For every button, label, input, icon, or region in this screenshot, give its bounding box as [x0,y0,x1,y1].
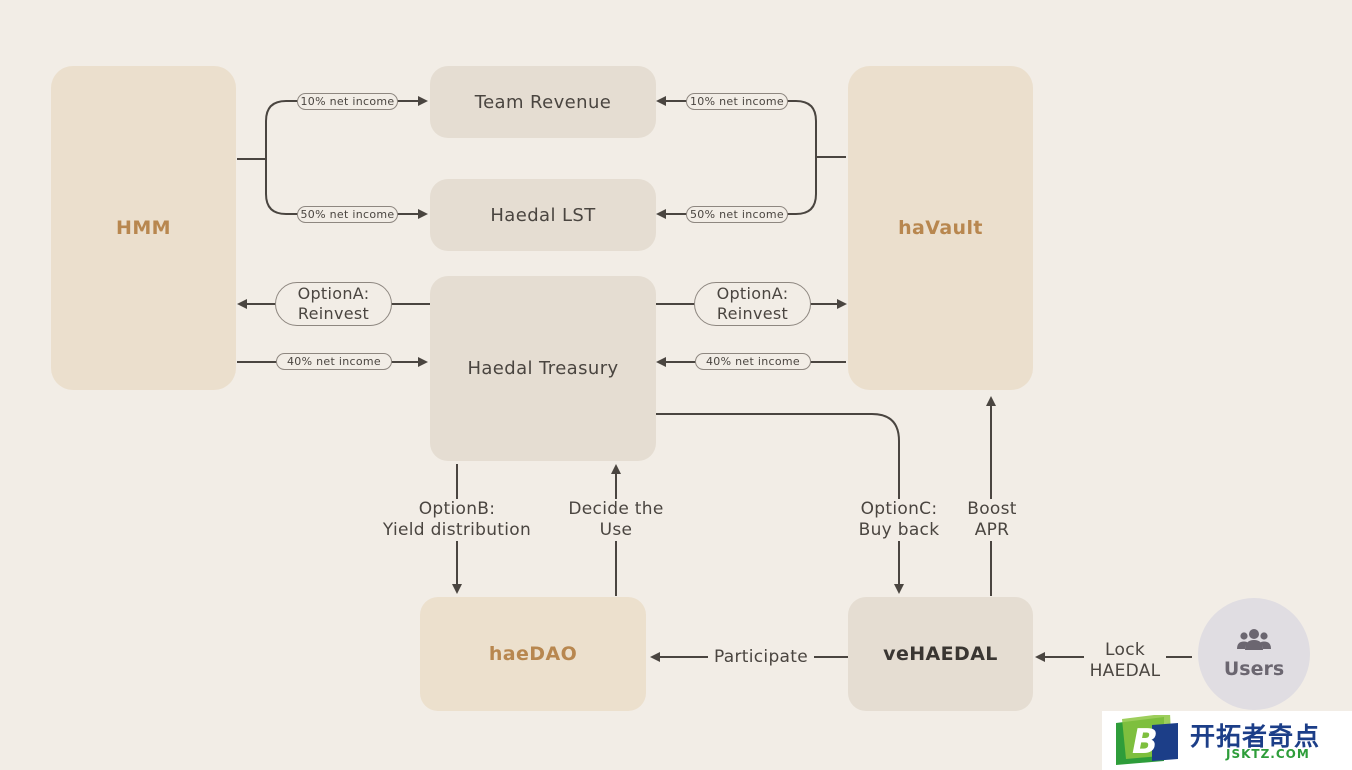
participate-label: Participate [708,647,814,668]
users-label: Users [1223,658,1285,680]
option-b-line2: Yield distribution [382,520,532,540]
option-a-right-line1: OptionA: [716,284,789,303]
lock-haedal-label: Lock HAEDAL [1084,640,1166,682]
decide-use-line2: Use [599,520,633,540]
vault-to-team-line [656,96,817,157]
vehaedal-node: veHAEDAL [848,597,1033,711]
option-c-line2: Buy back [858,520,940,540]
users-group-icon [1237,628,1271,656]
haedal-lst-node: Haedal LST [430,179,656,251]
hmm-label: HMM [116,217,171,239]
haedal-treasury-label: Haedal Treasury [467,358,619,379]
users-node: Users [1198,598,1310,710]
lock-line2: HAEDAL [1089,661,1161,681]
option-c-line1: OptionC: [860,499,938,519]
haedal-lst-label: Haedal LST [490,204,596,226]
option-a-left-pill: OptionA: Reinvest [275,282,392,326]
team-revenue-label: Team Revenue [474,91,612,113]
option-b-line1: OptionB: [418,499,496,519]
hmm-treasury-pill: 40% net income [276,353,392,370]
haedao-label: haeDAO [488,643,578,665]
option-a-right-line2: Reinvest [716,304,789,323]
vault-team-pill: 10% net income [686,93,788,110]
watermark: B 开拓者奇点 JSKTZ.COM [1102,711,1352,770]
hmm-node: HMM [51,66,236,390]
haedal-treasury-node: Haedal Treasury [430,276,656,461]
vehaedal-label: veHAEDAL [883,643,998,665]
decide-use-label: Decide the Use [562,499,670,541]
decide-use-line1: Decide the [568,499,664,519]
vault-treasury-pill: 40% net income [695,353,811,370]
vault-to-lst-line [656,157,817,219]
watermark-letter: B [1132,722,1158,762]
boost-apr-line1: Boost [967,499,1017,519]
option-a-left-line2: Reinvest [297,304,370,323]
haedao-node: haeDAO [420,597,646,711]
option-a-left-line1: OptionA: [297,284,370,303]
watermark-logo-icon: B [1116,715,1178,765]
team-revenue-node: Team Revenue [430,66,656,138]
option-b-label: OptionB: Yield distribution [376,499,538,541]
watermark-chinese: 开拓者奇点 [1190,722,1321,751]
option-c-label: OptionC: Buy back [854,499,944,541]
treasury-to-vehaedal-line [656,413,904,594]
havault-node: haVault [848,66,1033,390]
hmm-lst-pill: 50% net income [297,206,398,223]
boost-apr-label: Boost APR [961,499,1023,541]
havault-label: haVault [898,217,983,239]
hmm-to-team-line [265,96,428,159]
vault-lst-pill: 50% net income [686,206,788,223]
boost-apr-line2: APR [974,520,1010,540]
option-a-right-pill: OptionA: Reinvest [694,282,811,326]
hmm-team-pill: 10% net income [297,93,398,110]
lock-line1: Lock [1105,640,1145,660]
watermark-domain: JSKTZ.COM [1226,747,1310,761]
hmm-to-lst-line [265,159,428,219]
